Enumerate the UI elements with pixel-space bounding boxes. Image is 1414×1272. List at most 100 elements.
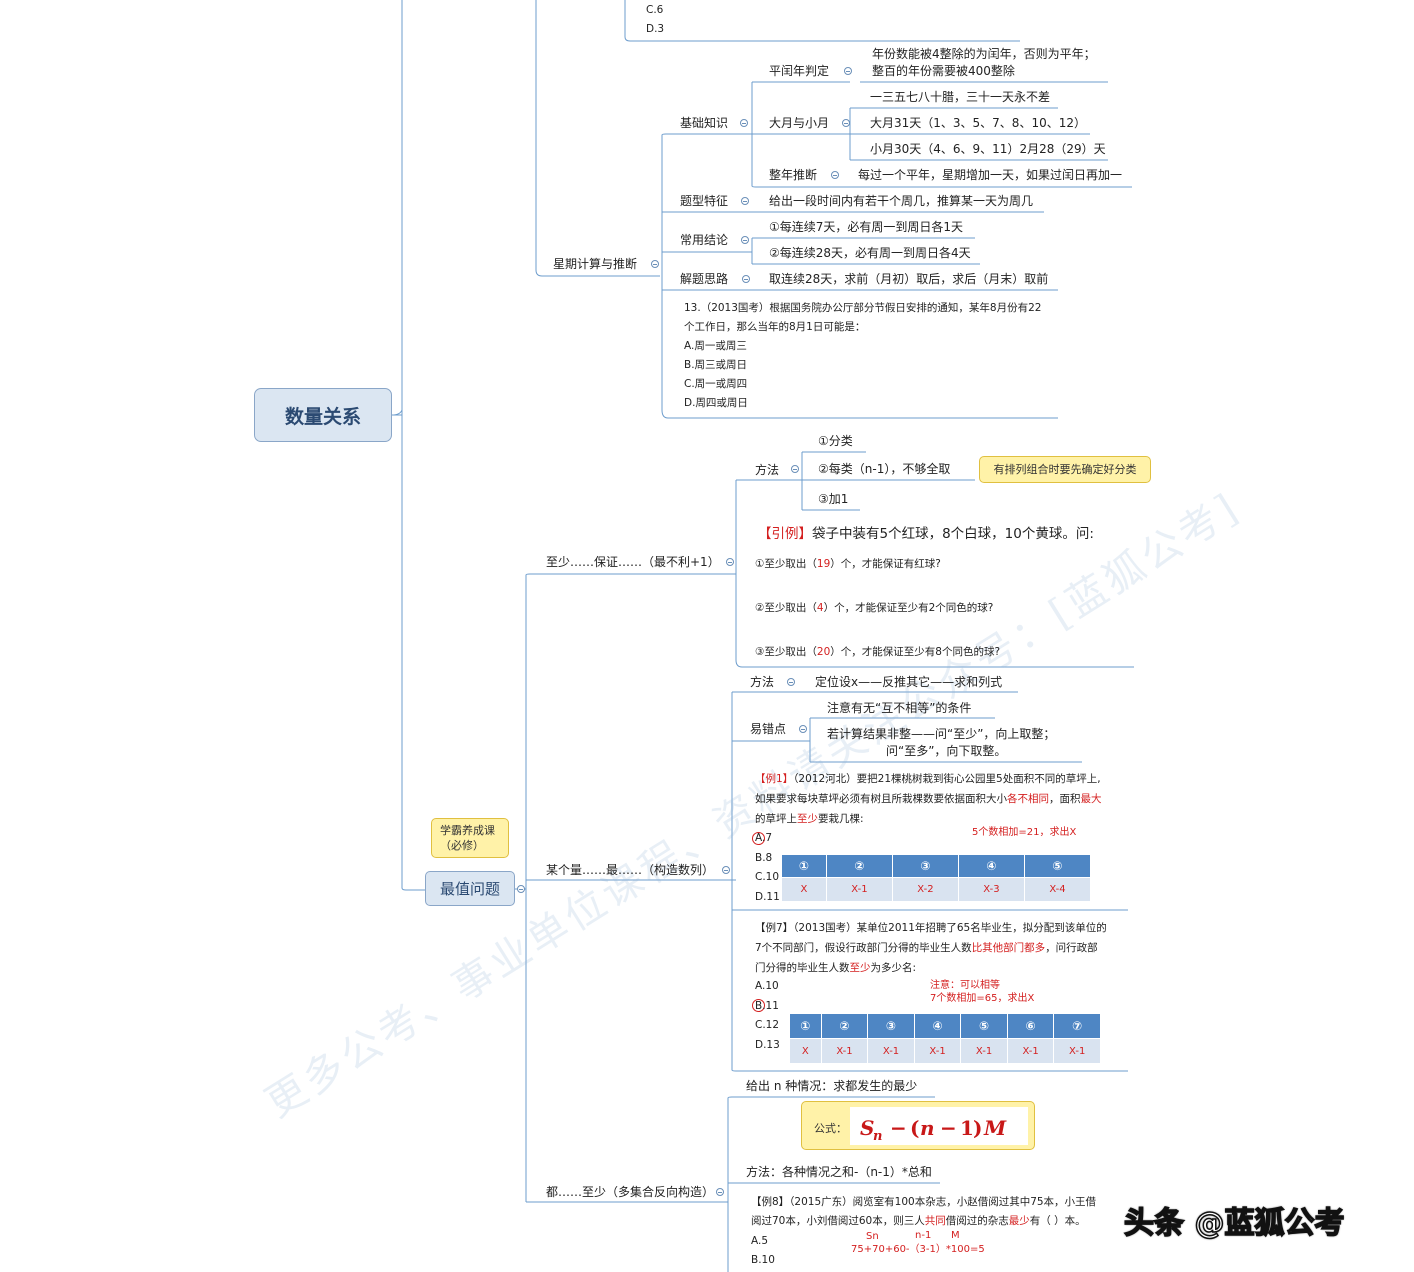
table-cell: X xyxy=(781,877,827,902)
table-cell: X-1 xyxy=(825,877,893,902)
ex7-option: B.11 xyxy=(755,999,779,1012)
least-method-note: 有排列组合时要先确定好分类 xyxy=(979,456,1151,483)
week-node[interactable]: 星期计算与推断 xyxy=(553,257,638,271)
ex1-option: C.10 xyxy=(755,871,780,883)
collapse-icon[interactable] xyxy=(716,1188,724,1196)
q-post: ）个，才能保证有红球? xyxy=(830,558,941,570)
table-cell: X-3 xyxy=(957,877,1025,902)
brand-watermark: 头条 @蓝狐公考 xyxy=(1123,1205,1345,1242)
collapse-icon[interactable] xyxy=(799,725,807,733)
ex1-line-3: 的草坪上至少要栽几棵: xyxy=(755,813,864,826)
ex8-highlight: 共同 xyxy=(924,1215,946,1227)
ex7-line-2: 7个不同部门，假设行政部门分得的毕业生人数比其他部门都多，问行政部 xyxy=(755,942,1098,955)
ex8-text: 有（ ）本。 xyxy=(1029,1215,1086,1227)
ex1-option: A.7 xyxy=(755,832,773,844)
most-node[interactable]: 某个量……最……（构造数列） xyxy=(546,863,715,877)
ex1-text: 要栽几棵: xyxy=(818,813,864,825)
ex7-option: A.10 xyxy=(755,980,779,992)
collapse-icon[interactable] xyxy=(842,119,850,127)
ex7-highlight: 至少 xyxy=(849,962,871,974)
svg-text:1: 1 xyxy=(960,1116,974,1140)
most-method-node[interactable]: 方法 xyxy=(750,675,775,689)
year-node[interactable]: 整年推断 xyxy=(769,168,818,182)
collapse-icon[interactable] xyxy=(844,67,852,75)
all-node[interactable]: 都……至少（多集合反向构造） xyxy=(546,1185,715,1199)
collapse-icon[interactable] xyxy=(791,465,799,473)
least-node[interactable]: 至少……保证……（最不利+1） xyxy=(546,555,720,569)
collapse-icon[interactable] xyxy=(787,678,795,686)
ex1-text: 如果要求每块草坪必须有树且所栽棵数要依据面积大小 xyxy=(755,793,1007,805)
q-pre: ②至少取出（ xyxy=(755,602,817,614)
ex1-options: A.7 B.8 C.10 D.11 xyxy=(755,829,780,907)
collapse-icon[interactable] xyxy=(741,197,749,205)
least-method-item: ②每类（n-1），不够全取 xyxy=(818,462,951,476)
ex8-note-calc: 75+70+60-（3-1）*100=5 xyxy=(851,1244,985,1255)
ex1-text: 的草坪上 xyxy=(755,813,797,825)
least-method-node[interactable]: 方法 xyxy=(755,463,780,477)
basic-node[interactable]: 基础知识 xyxy=(680,116,729,130)
ex1-highlight: 至少 xyxy=(797,813,818,825)
svg-text:n: n xyxy=(873,1129,882,1144)
example-option: C.周一或周四 xyxy=(684,378,748,390)
table-cell: X xyxy=(789,1038,822,1064)
table-cell: X-1 xyxy=(960,1038,1008,1064)
collapse-icon[interactable] xyxy=(741,236,749,244)
ex1-tag: 【例1】 xyxy=(755,773,794,785)
option-c: C.6 xyxy=(646,4,664,16)
collapse-icon[interactable] xyxy=(726,558,734,566)
lead-q1: ①至少取出（19）个，才能保证有红球? xyxy=(755,558,941,571)
example-option: B.周三或周日 xyxy=(684,359,748,371)
months-item: 小月30天（4、6、9、11）2月28（29）天 xyxy=(870,142,1106,156)
ex8-line-2: 阅过70本，小刘借阅过60本，则三人共同借阅过的杂志最少有（ ）本。 xyxy=(751,1215,1086,1228)
collapse-icon[interactable] xyxy=(651,260,659,268)
leap-node[interactable]: 平闰年判定 xyxy=(769,64,830,78)
example-line: 个工作日，那么当年的8月1日可能是： xyxy=(684,321,866,333)
ex1-table: ① ② ③ ④ ⑤ X X-1 X-2 X-3 X-4 xyxy=(781,854,1092,902)
collapse-icon[interactable] xyxy=(517,885,525,893)
months-node[interactable]: 大月与小月 xyxy=(769,116,830,130)
table-header: ⑤ xyxy=(1023,854,1092,878)
ex7-line-3: 门分得的毕业生人数至少为多少名: xyxy=(755,962,916,975)
course-tag-line: （必修） xyxy=(440,839,484,852)
table-cell: X-1 xyxy=(867,1038,915,1064)
week-example: 13.（2013国考）根据国务院办公厅部分节假日安排的通知，某年8月份有22 个… xyxy=(684,298,1041,413)
collapse-icon[interactable] xyxy=(742,275,750,283)
leap-rule-1: 年份数能被4整除的为闰年，否则为平年； xyxy=(872,47,1096,61)
svg-text:): ) xyxy=(973,1116,982,1140)
root-node[interactable]: 数量关系 xyxy=(254,388,392,442)
ex8-text: （2015广东）阅览室有100本杂志，小赵借阅过其中75本，小王借 xyxy=(789,1196,1097,1208)
table-header: ⑥ xyxy=(1006,1013,1055,1039)
conclusion-item: ①每连续7天，必有周一到周日各1天 xyxy=(769,220,964,234)
extreme-node[interactable]: 最值问题 xyxy=(425,871,515,906)
ex1-highlight: 最大 xyxy=(1080,793,1102,805)
collapse-icon[interactable] xyxy=(722,866,730,874)
collapse-icon[interactable] xyxy=(831,171,839,179)
ex1-option: D.11 xyxy=(755,890,780,903)
feature-node[interactable]: 题型特征 xyxy=(680,194,729,208)
ex1-text: ，面积 xyxy=(1049,793,1081,805)
ex7-option: C.12 xyxy=(755,1019,780,1031)
pitfall-node[interactable]: 易错点 xyxy=(750,722,787,736)
table-cell: X-1 xyxy=(913,1038,962,1064)
formula-callout: 公式： S n − ( n − 1 ) M xyxy=(801,1101,1035,1150)
table-cell: X-1 xyxy=(1006,1038,1055,1064)
ex8-highlight: 最少 xyxy=(1008,1215,1030,1227)
idea-text: 取连续28天，求前（月初）取后，求后（月末）取前 xyxy=(769,272,1049,286)
idea-node[interactable]: 解题思路 xyxy=(680,272,729,286)
ex7-note-1: 注意：可以相等 xyxy=(930,980,1000,991)
table-header: ③ xyxy=(867,1013,915,1039)
ex7-note-2: 7个数相加=65，求出X xyxy=(930,993,1035,1004)
conclusion-node[interactable]: 常用结论 xyxy=(680,233,729,247)
ex8-text: 借阅过的杂志 xyxy=(945,1215,1009,1227)
svg-text:(: ( xyxy=(910,1116,919,1140)
table-cell: X-4 xyxy=(1023,877,1092,902)
table-header: ③ xyxy=(891,854,959,878)
ex7-line-1: 【例7】（2013国考）某单位2011年招聘了65名毕业生，拟分配到该单位的 xyxy=(755,922,1107,935)
example-line: 13.（2013国考）根据国务院办公厅部分节假日安排的通知，某年8月份有22 xyxy=(684,302,1042,314)
table-header: ② xyxy=(825,854,893,878)
pitfall-item: 注意有无“互不相等”的条件 xyxy=(827,701,972,715)
collapse-icon[interactable] xyxy=(740,119,748,127)
course-tag: 学霸养成课 （必修） xyxy=(431,818,509,858)
ex7-text: ，问行政部 xyxy=(1045,942,1098,954)
